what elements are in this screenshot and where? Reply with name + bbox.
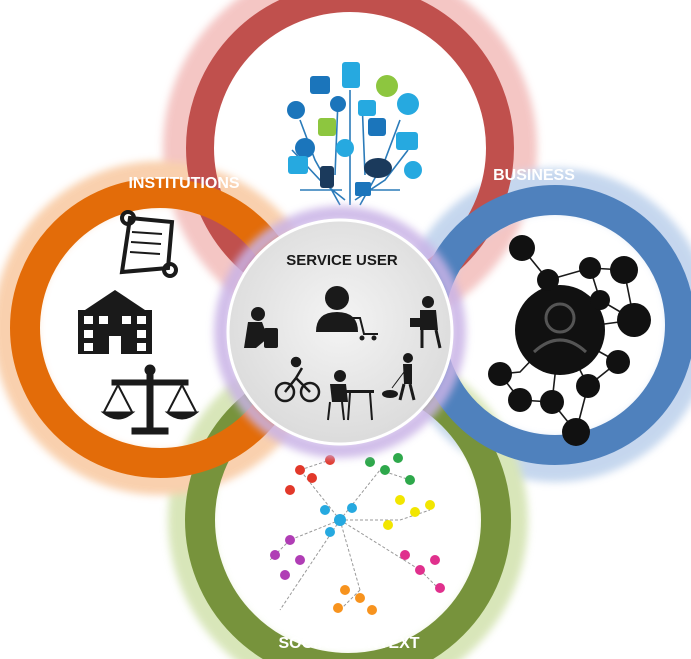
worker-icon [244,307,278,348]
institutions-label: INSTITUTIONS [128,175,239,192]
cyclist-icon [274,356,321,403]
cloud-app-tree-icon [287,62,422,206]
dog-walker-icon [382,353,416,401]
building-icon [78,290,152,354]
scales-icon [100,364,200,435]
colored-people-network-icon [269,453,445,615]
center-glow [214,206,466,458]
center-label: SERVICE USER [286,252,398,269]
social-context-label: SOCIAL CONTEXT [278,635,419,652]
scroll-icon [119,210,178,278]
technology-label: TECHNOLOGY [294,35,407,52]
laptop-user-icon [410,296,442,349]
people-network-icon [488,235,651,446]
business-label: BUSINESS [493,167,575,184]
diner-icon [327,370,374,421]
shopper-icon [316,286,378,341]
